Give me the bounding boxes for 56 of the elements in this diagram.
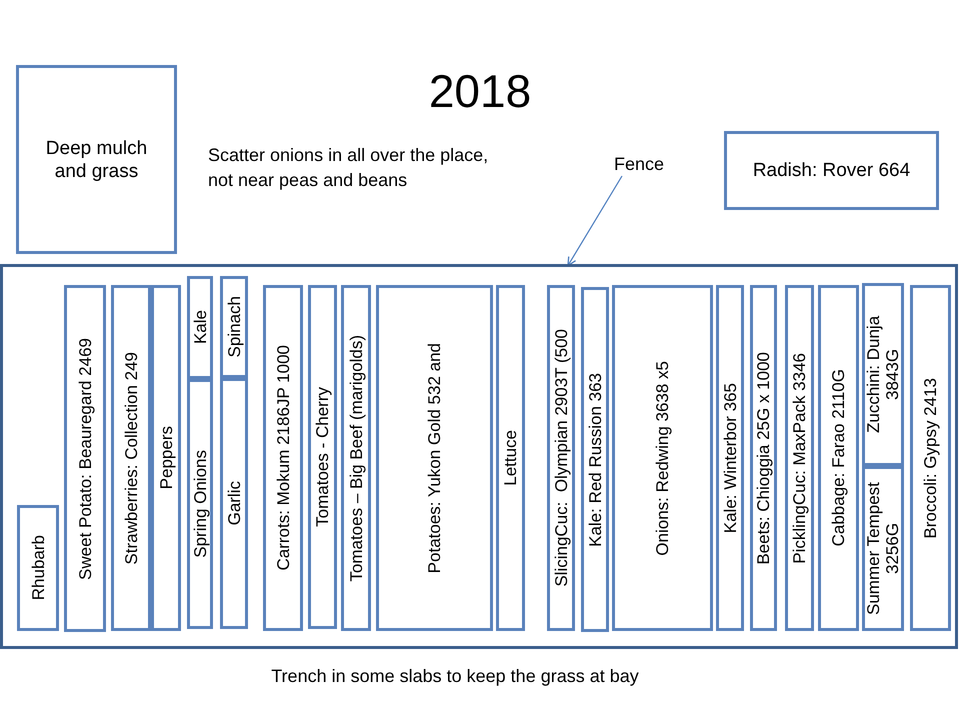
plot-label: Peppers: [156, 426, 176, 490]
plot-label: PicklingCuc: MaxPack 3346: [790, 352, 809, 564]
plot-label: Potatoes: Yukon Gold 532 and: [425, 342, 444, 574]
leader-line: [567, 176, 623, 266]
bed-plot: [716, 285, 744, 631]
plot-label: Summer Tempest 3256G: [864, 481, 902, 617]
title: 2018: [428, 65, 532, 117]
bed-plot: [187, 379, 213, 629]
plot-label: Tomatoes – Big Beef (marigolds): [346, 334, 366, 582]
bed-plot: [341, 285, 371, 631]
plot-label: Kale: Red Russion 363: [586, 372, 604, 546]
bed-plot: [910, 285, 951, 631]
plot-label: Broccoli: Gypsy 2413: [921, 378, 940, 538]
bed-plot: [547, 285, 575, 631]
plot-label: Kale: Winterbor 365: [720, 382, 740, 534]
callout-label: Fence: [614, 153, 664, 176]
plot-label: Onions: Redwing 3638 x5: [653, 360, 672, 556]
bed-plot: [496, 285, 525, 631]
area-label: Radish: Rover 664: [752, 159, 910, 182]
plot-label: Garlic: [224, 481, 244, 526]
bed-plot: [612, 285, 713, 631]
plot-label: Kale: [190, 310, 210, 345]
plot-label: Sweet Potato: Beauregard 2469: [76, 338, 94, 580]
plot-label: Tomatoes - Cherry: [313, 387, 332, 527]
bed-plot: [111, 285, 151, 631]
bed-plot: [220, 378, 248, 629]
area-box: [16, 65, 177, 254]
bed-plot: [308, 285, 337, 629]
bed-plot: [750, 285, 777, 631]
bed-plot: [64, 285, 106, 632]
plot-label: Rhubarb: [28, 535, 48, 601]
bed-plot: [151, 285, 181, 631]
area-box: [724, 131, 939, 210]
bed-plot: [818, 285, 859, 631]
bed-plot: [376, 285, 493, 631]
plot-label: Carrots: Mokum 2186JP 1000: [274, 345, 292, 571]
bed-plot: [862, 466, 904, 631]
bed-plot: [785, 285, 814, 631]
plot-label: Strawberries: Collection 249: [122, 352, 140, 564]
plot-label: SlicingCuc: Olympian 2903T (500: [552, 329, 570, 587]
bed-plot: [581, 287, 609, 632]
note-text: Scatter onions in all over the place, not near peas and beans: [208, 144, 490, 192]
plot-label: Spinach: [224, 296, 244, 358]
plot-label: Beets: Chioggia 25G x 1000: [754, 352, 773, 564]
note-text: Trench in some slabs to keep the grass at bay: [271, 666, 639, 686]
plot-label: Cabbage: Farao 2110G: [829, 369, 848, 547]
bed-plot: [263, 285, 303, 631]
plot-label: Spring Onions: [190, 450, 210, 558]
bed-plot: [187, 276, 213, 379]
area-label: Deep mulch and grass: [44, 136, 148, 182]
bed-plot: [17, 505, 59, 631]
plot-label: Lettuce: [501, 430, 520, 486]
bed-plot: [220, 276, 248, 378]
garden-plot-outline: [0, 264, 958, 649]
plot-label: Zucchini: Dunja 3843G: [864, 314, 902, 436]
bed-plot: [862, 283, 904, 466]
